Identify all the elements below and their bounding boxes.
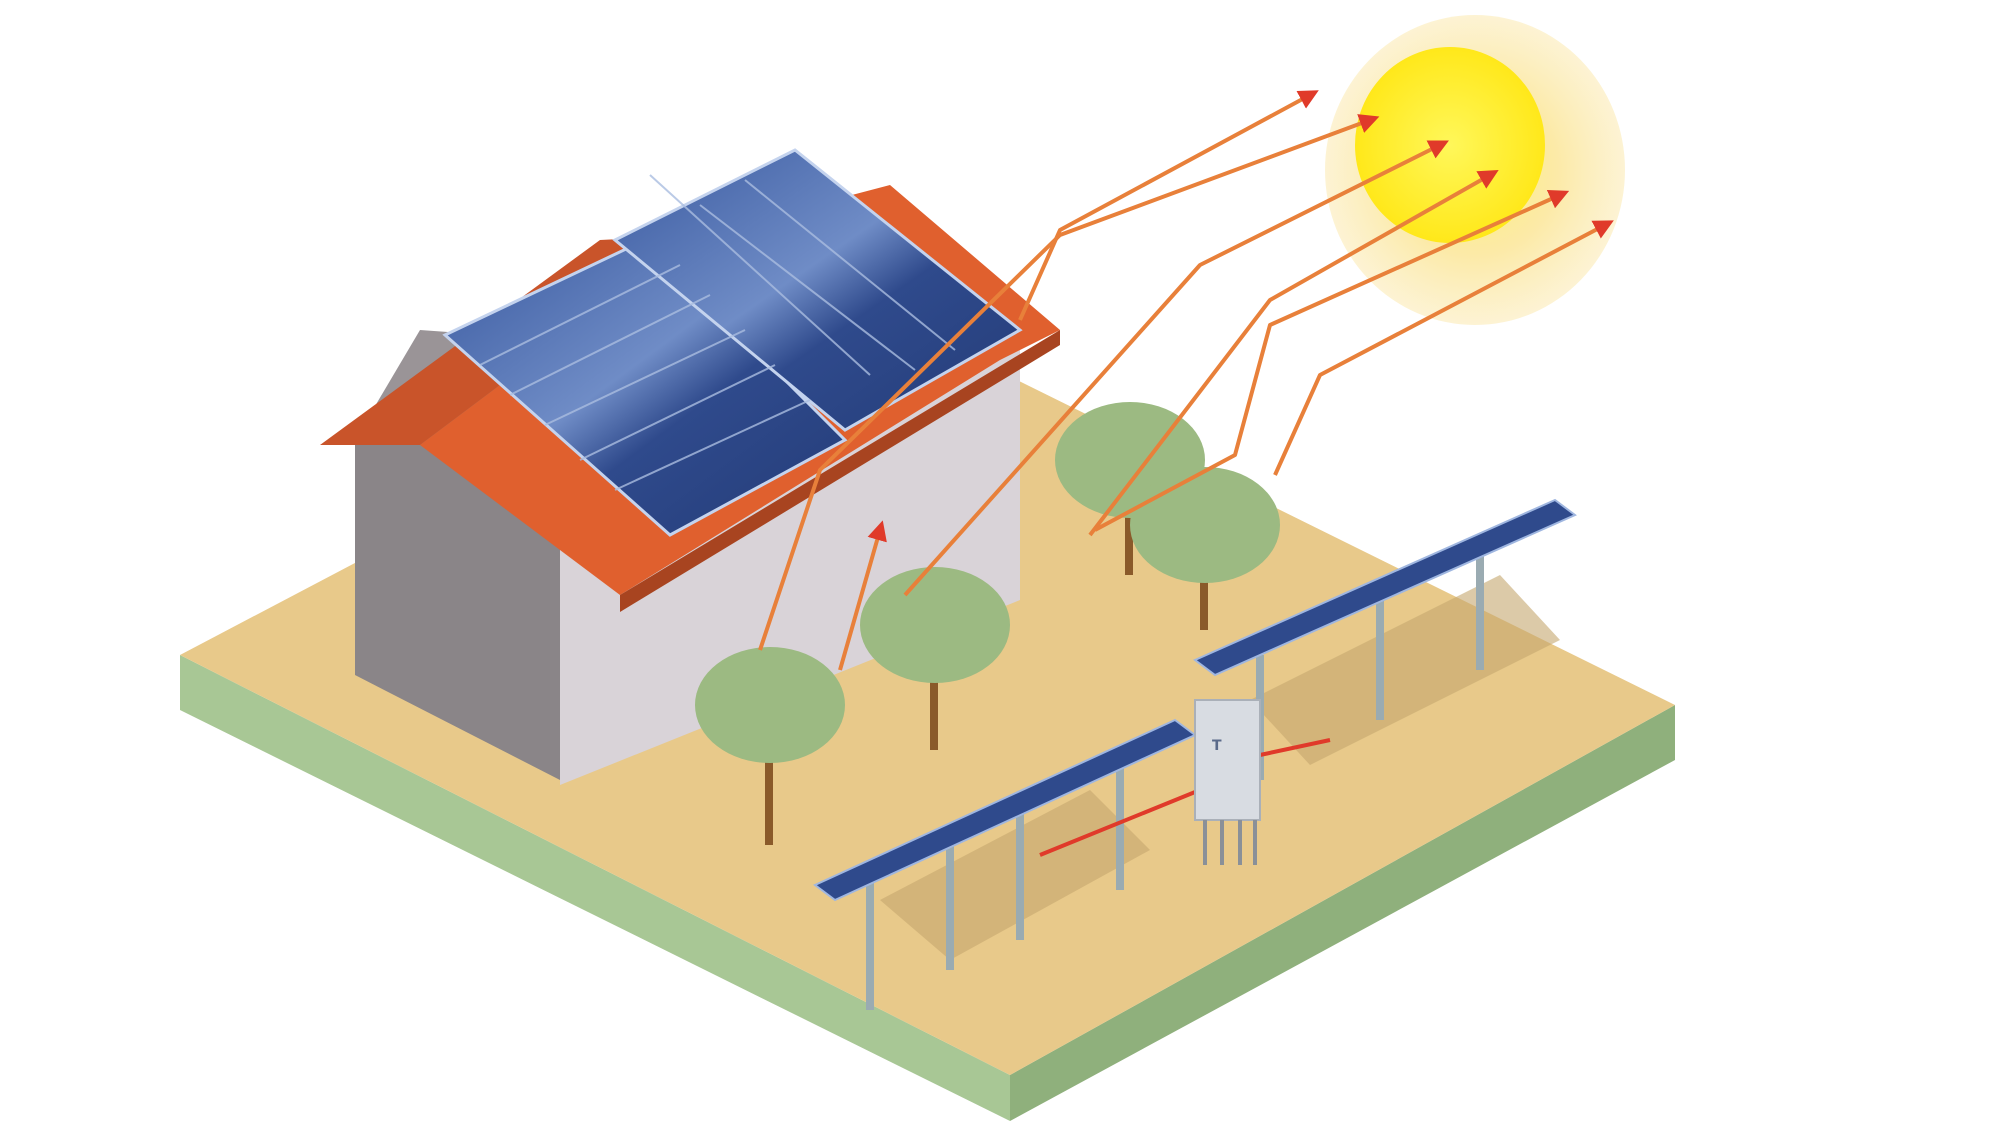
sun-ray-arrow-icon bbox=[1088, 170, 1499, 537]
sun-ray-arrow-icon bbox=[903, 140, 1449, 597]
ground-side-right bbox=[1010, 705, 1675, 1121]
inverter-cabinet-icon: T bbox=[1194, 699, 1261, 865]
carport-solar-panel-icon bbox=[813, 498, 1577, 1010]
sun-ray-arrow-icon bbox=[758, 114, 1380, 651]
tree-icon bbox=[1130, 467, 1280, 630]
cable bbox=[1259, 738, 1331, 757]
rooftop-panel-left bbox=[442, 238, 848, 537]
rooftop-panel-right bbox=[612, 148, 1023, 432]
cables bbox=[1039, 738, 1331, 857]
rooftop-solar-panel-icon bbox=[442, 148, 1023, 537]
sun-ray-arrow-icon bbox=[1018, 90, 1319, 321]
tree-icon bbox=[695, 647, 845, 845]
sun-ray-arrow-icon bbox=[1273, 220, 1614, 476]
carport-panel-right bbox=[1193, 498, 1577, 677]
roof-edge bbox=[620, 330, 1060, 612]
sun-ray-arrow-icon bbox=[838, 520, 887, 671]
sun-ray-arrow-icon bbox=[1094, 189, 1570, 532]
sun-icon bbox=[1325, 15, 1625, 325]
sun-core bbox=[1355, 47, 1545, 243]
ground-side-left bbox=[180, 655, 1010, 1121]
sun-rays bbox=[758, 90, 1614, 671]
trees bbox=[695, 402, 1280, 845]
house-icon bbox=[320, 148, 1060, 785]
cable bbox=[1039, 788, 1201, 857]
tree-icon bbox=[860, 567, 1010, 750]
inverter-label: T bbox=[1212, 738, 1222, 754]
